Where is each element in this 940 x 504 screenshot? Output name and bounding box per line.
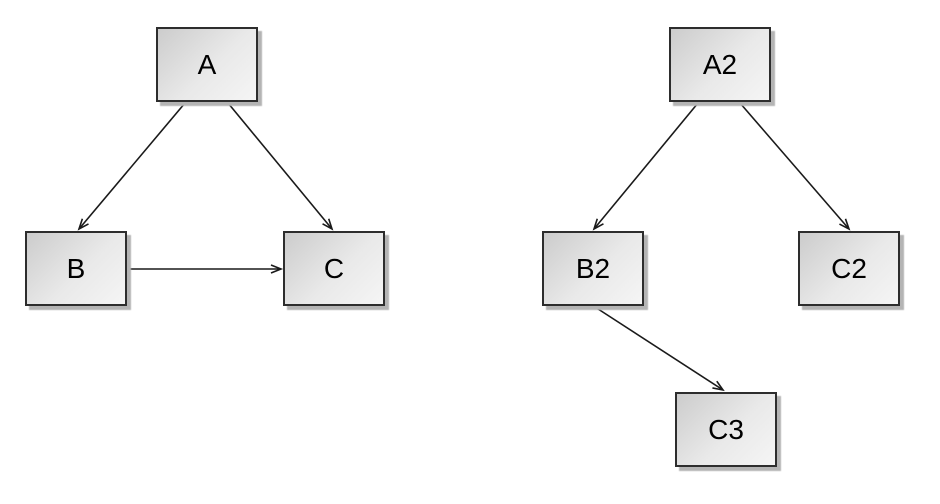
node-C[interactable]: C [283,231,385,306]
node-A2[interactable]: A2 [669,27,771,102]
node-label-C2: C2 [831,252,867,284]
node-label-A2: A2 [702,48,738,80]
node-label-B2: B2 [575,252,611,284]
node-C3[interactable]: C3 [675,392,777,467]
edge-A2-to-C2[interactable] [739,102,851,231]
node-label-C: C [323,252,345,284]
node-label-C3: C3 [708,413,744,445]
edge-B2-to-C3[interactable] [594,306,725,392]
node-label-B: B [66,252,86,284]
node-B2[interactable]: B2 [542,231,644,306]
edge-A-to-C[interactable] [227,102,334,231]
edge-A2-to-B2[interactable] [592,102,699,231]
node-label-A: A [197,48,217,80]
edge-A-to-B[interactable] [77,102,186,231]
node-A[interactable]: A [156,27,258,102]
node-C2[interactable]: C2 [798,231,900,306]
node-B[interactable]: B [25,231,127,306]
